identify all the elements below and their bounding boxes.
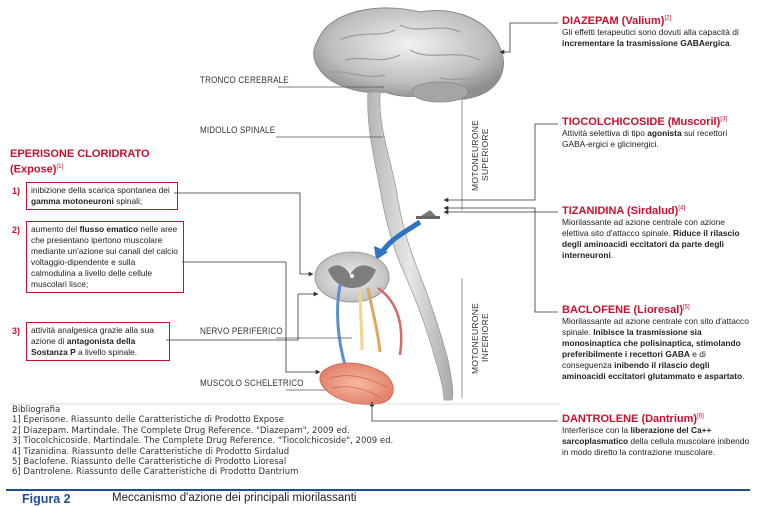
drug-diazepam-desc: Gli effetti terapeutici sono dovuti alla…	[562, 27, 752, 49]
drug-baclofene-post: e di conseguenza	[562, 349, 706, 370]
label-midollo-spinale: MIDOLLO SPINALE	[200, 125, 276, 136]
drug-tiocolchicoside: TIOCOLCHICOSIDE (Muscoril)[3] Attività s…	[562, 116, 752, 150]
nerve-fiber-blue	[336, 284, 347, 366]
arrow-epe-3	[166, 291, 319, 341]
eperisone-item-2-pre: aumento del	[31, 224, 80, 234]
eperisone-item-3-post: a livello spinale.	[75, 347, 138, 357]
figure-label: Figura 2	[22, 492, 71, 506]
eperisone-subtitle: (Expose)	[10, 163, 57, 176]
blue-curved-arrow	[379, 219, 422, 254]
bibliography-item: 3] Tiocolchicoside. Martindale. The Comp…	[12, 436, 394, 447]
label-tronco-cerebrale: TRONCO CEREBRALE	[200, 75, 289, 86]
footer-divider	[6, 489, 750, 491]
nerve-fiber-red	[377, 286, 403, 356]
eperisone-item-1-bold: gamma motoneuroni	[31, 196, 114, 206]
drug-tiocolchicoside-name: TIOCOLCHICOSIDE (Muscoril)	[562, 116, 721, 128]
eperisone-item-2-bold: flusso ematico	[79, 224, 139, 234]
figure-title: Meccanismo d'azione dei principali miori…	[112, 492, 357, 504]
drug-tiocolchicoside-post: sui recettori GABA-ergici e glicinergici…	[562, 128, 728, 149]
drug-tizanidina-name: TIZANIDINA (Sirdalud)	[562, 205, 679, 217]
drug-baclofene: BACLOFENE (Lioresal)[5] Miorilassante ad…	[562, 304, 752, 382]
eperisone-item-1-box: inibizione della scarica spontanea dei g…	[26, 182, 178, 210]
drug-diazepam-bold: incrementare la trasmissione GABAergica	[562, 38, 730, 48]
arrow-epe-2	[182, 261, 321, 375]
eperisone-item-3-num: 3)	[12, 326, 21, 336]
blue-arrow-head	[374, 246, 388, 260]
eperisone-subtitle-line: (Expose)[1]	[10, 161, 150, 177]
bibliography: Bibliografia 1] Eperisone. Riassunto del…	[12, 405, 552, 478]
drug-diazepam-text: Gli effetti terapeutici sono dovuti alla…	[562, 27, 739, 37]
drug-dantrolene: DANTROLENE (Dantrium)[6] Interferisce co…	[562, 413, 752, 458]
eperisone-item-1-post: spinali;	[113, 196, 143, 206]
nerve-fiber-orange	[366, 287, 382, 353]
label-muscolo-scheletrico: MUSCOLO SCHELETRICO	[200, 378, 304, 389]
drug-diazepam-name: DIAZEPAM (Valium)	[562, 15, 665, 27]
drug-dantrolene-name: DANTROLENE (Dantrium)	[562, 413, 698, 425]
drug-tizanidina-desc: Miorilassante ad azione centrale con azi…	[562, 217, 752, 261]
drug-baclofene-ref: [5]	[683, 304, 690, 311]
eperisone-title: EPERISONE CLORIDRATO	[10, 148, 150, 160]
eperisone-item-1-num: 1)	[12, 186, 21, 196]
muscle-shape	[319, 362, 394, 405]
bibliography-item: 1] Eperisone. Riassunto delle Caratteris…	[12, 415, 285, 426]
label-nervo-periferico: NERVO PERIFERICO	[200, 326, 283, 337]
drug-tizanidina-bold: Riduce il rilascio degli aminoacidi ecci…	[562, 228, 740, 260]
nerve-fiber-pale	[358, 289, 364, 351]
label-motoneurone-superiore: MOTONEURONE SUPERIORE	[470, 119, 490, 191]
drug-diazepam: DIAZEPAM (Valium)[2] Gli effetti terapeu…	[562, 15, 752, 49]
drug-tiocolchicoside-desc: Attività selettiva di tipo agonista sui …	[562, 128, 752, 150]
eperisone-item-2-box: aumento del flusso ematico nelle aree ch…	[26, 221, 184, 293]
drug-tiocolchicoside-text: Attività selettiva di tipo	[562, 128, 648, 138]
arrow-tiocolchicoside	[443, 123, 558, 203]
drug-baclofene-bold2: inibendo il rilascio degli aminoacidi ec…	[562, 360, 743, 381]
synapse-base	[416, 216, 440, 219]
eperisone-item-3-bold: antagonista della Sostanza P	[31, 336, 136, 357]
eperisone-title-block: EPERISONE CLORIDRATO (Expose)[1]	[10, 148, 150, 177]
spinal-cross-section	[314, 251, 390, 303]
drug-baclofene-bold: Inibisce la trasmissione sia monosinapti…	[562, 327, 741, 359]
drug-tizanidina-ref: [4]	[678, 205, 685, 212]
drug-dantrolene-desc: Interferisce con la liberazione del Ca++…	[562, 425, 752, 458]
drug-tiocolchicoside-bold: agonista	[647, 128, 682, 138]
drug-baclofene-name: BACLOFENE (Lioresal)	[562, 304, 684, 316]
arrow-baclofene	[443, 205, 558, 313]
bibliography-item: 4] Tizanidina. Riassunto delle Caratteri…	[12, 446, 290, 457]
drug-dantrolene-ref: [6]	[697, 413, 704, 420]
bibliography-item: 5] Baclofene. Riassunto delle Caratteris…	[12, 457, 287, 468]
drug-dantrolene-post: della cellula muscolare inibendo in modo…	[562, 436, 750, 457]
bibliography-heading: Bibliografia	[12, 405, 61, 415]
eperisone-ref: [1]	[56, 164, 64, 170]
drug-tizanidina-text: Miorilassante ad azione centrale con azi…	[562, 217, 725, 238]
eperisone-item-2-post: nelle aree che presentano ipertono musco…	[31, 224, 178, 289]
drug-dantrolene-bold: liberazione del Ca++ sarcoplasmatico	[562, 425, 712, 446]
drug-diazepam-post: .	[729, 38, 732, 48]
brain-shape	[313, 7, 504, 103]
drug-baclofene-desc: Miorilassante ad azione centrale con sit…	[562, 316, 752, 382]
drug-diazepam-ref: [2]	[664, 15, 672, 22]
drug-tizanidina-post: .	[610, 250, 614, 260]
spinal-cord-shape	[367, 91, 454, 401]
bibliography-item: 2] Diazepam. Martindale. The Complete Dr…	[12, 425, 350, 436]
drug-baclofene-post2: .	[742, 371, 745, 381]
drug-tiocolchicoside-ref: [3]	[720, 116, 727, 123]
eperisone-item-1-pre: inibizione della scarica spontanea dei	[31, 185, 170, 195]
eperisone-item-2-num: 2)	[12, 225, 21, 235]
arrow-dantrolene	[369, 401, 558, 422]
drug-tizanidina: TIZANIDINA (Sirdalud)[4] Miorilassante a…	[562, 205, 752, 261]
arrow-epe-1	[174, 192, 314, 277]
bibliography-item: 6] Dantrolene. Riassunto delle Caratteri…	[12, 467, 299, 478]
label-motoneurone-inferiore: MOTONEURONE INFERIORE	[470, 302, 490, 374]
drug-baclofene-text: Miorilassante ad azione centrale con sit…	[562, 316, 749, 337]
drug-dantrolene-text: Interferisce con la	[562, 425, 631, 435]
eperisone-item-3-box: attività analgesica grazie alla sua azio…	[26, 322, 170, 361]
eperisone-item-3-pre: attività analgesica grazie alla sua azio…	[31, 325, 154, 346]
arrow-diazepam	[499, 22, 558, 55]
